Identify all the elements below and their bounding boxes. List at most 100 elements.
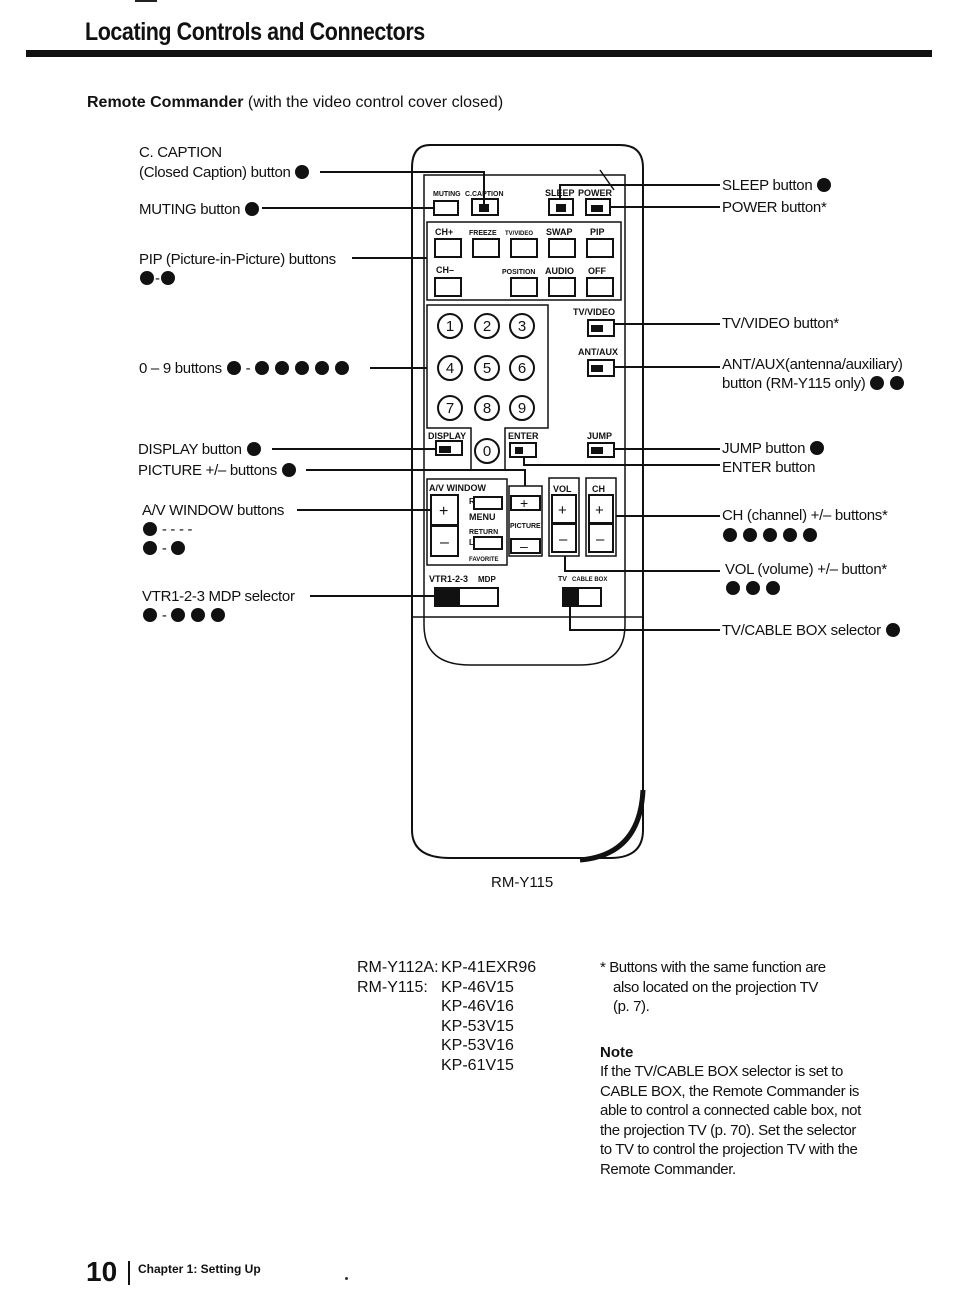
pip-button [586, 238, 614, 258]
legend-menu: MENU [469, 512, 496, 522]
label-tv-cable: TV/CABLE BOX selector [722, 621, 901, 641]
footnote-line: * Buttons with the same function are [600, 959, 826, 976]
swap-button [548, 238, 576, 258]
sleep-button-mark [556, 204, 566, 212]
digit-4-button [437, 355, 463, 381]
ref-mark [334, 361, 349, 375]
legend-position: POSITION [502, 269, 535, 276]
digit-1-label: 1 [446, 318, 454, 335]
legend-r: R [469, 497, 475, 506]
model-remote [357, 1056, 441, 1076]
page-number: 10 [86, 1256, 118, 1287]
ref-mark [295, 165, 310, 179]
legend-tv-video: TV/VIDEO [573, 307, 615, 317]
legend-caption: C.CAPTION [465, 191, 504, 198]
remote-illustration: MUTING C.CAPTION SLEEP POWER CH+ FREEZE … [262, 144, 720, 863]
label-vtr-line1: VTR1-2-3 MDP selector [142, 588, 295, 605]
ref-mark [275, 361, 290, 375]
label-jump-text: JUMP button [722, 440, 806, 457]
glyph-picture-minus: – [520, 538, 528, 554]
model-tv: KP-46V16 [441, 998, 514, 1015]
ch-plus-button [434, 238, 462, 258]
muting-button [433, 200, 459, 216]
label-av-dash2: - [158, 540, 171, 557]
tv-video-small-button [510, 238, 538, 258]
digit-1-button [437, 313, 463, 339]
label-muting-text: MUTING button [139, 201, 241, 218]
label-av-window-line1: A/V WINDOW buttons [142, 502, 285, 519]
tv-video-button-mark [591, 325, 603, 332]
leader-sleep [559, 184, 720, 199]
footer-divider [128, 1261, 130, 1285]
model-remote [357, 1036, 441, 1056]
label-pip-line2: - [139, 269, 176, 289]
ref-mark [294, 361, 309, 375]
ref-mark [143, 608, 157, 622]
ref-mark [191, 608, 206, 622]
ref-mark [870, 376, 885, 390]
legend-pip: PIP [590, 227, 605, 237]
model-table: RM-Y112A:KP-41EXR96 RM-Y115: KP-46V15 KP-… [357, 958, 536, 1075]
label-sleep-text: SLEEP button [722, 177, 813, 194]
model-tv: KP-46V15 [441, 978, 514, 996]
legend-mdp: MDP [478, 575, 496, 584]
model-row: RM-Y112A:KP-41EXR96 [357, 958, 536, 978]
ref-mark [810, 441, 825, 455]
stray-dot [345, 1277, 348, 1280]
av-l-button [473, 536, 503, 550]
label-pip-dash: - [155, 270, 160, 287]
digit-7-label: 7 [446, 400, 454, 417]
label-display: DISPLAY button [138, 440, 262, 460]
freeze-button [472, 238, 500, 258]
ref-mark [246, 442, 261, 456]
jump-button-mark [591, 447, 603, 454]
legend-tv: TV [558, 576, 567, 583]
chapter-label: Chapter 1: Setting Up [138, 1262, 261, 1276]
label-av-window-line2: - - - - [142, 520, 193, 540]
label-av-window-line3: - [142, 539, 186, 559]
ref-mark [890, 376, 905, 390]
ref-mark [171, 608, 186, 622]
tv-video-button [587, 319, 615, 337]
label-sleep: SLEEP button [722, 176, 832, 196]
glyph-vol-minus: – [559, 531, 568, 548]
asterisk-footnote: * Buttons with the same function are als… [600, 958, 900, 1017]
note-line: If the TV/CABLE BOX selector is set to [600, 1063, 843, 1080]
note-line: to TV to control the projection TV with … [600, 1141, 858, 1158]
digit-4-label: 4 [446, 360, 454, 377]
label-vol: VOL (volume) +/– button* [725, 561, 887, 578]
model-row: KP-46V16 [357, 997, 536, 1017]
legend-vol: VOL [553, 484, 572, 494]
ref-mark [281, 463, 296, 477]
model-remote: RM-Y115: [357, 978, 428, 996]
heading-rule [26, 50, 932, 57]
enter-button-mark [515, 447, 523, 454]
label-zero-nine-text: 0 – 9 buttons [139, 360, 222, 377]
note-body: If the TV/CABLE BOX selector is set to C… [600, 1062, 900, 1179]
ch-minus-rocker [588, 523, 614, 553]
label-picture: PICTURE +/– buttons [138, 461, 297, 481]
audio-button [548, 277, 576, 297]
label-zero-nine-dash: - [241, 360, 255, 377]
label-vtr-line2: - [142, 606, 226, 626]
picture-minus-button [510, 538, 541, 554]
legend-swap: SWAP [546, 227, 573, 237]
note-line: the projection TV (p. 70). Set the selec… [600, 1121, 857, 1139]
label-ant-aux: button (RM-Y115 only) [722, 374, 905, 394]
legend-favorite: FAVORITE [469, 557, 499, 563]
label-tv-cable-text: TV/CABLE BOX selector [722, 622, 881, 639]
label-ant-aux-line2: button (RM-Y115 only) [722, 375, 866, 392]
av-window-minus-button [430, 525, 459, 557]
display-button-mark [439, 446, 451, 453]
ref-mark [140, 271, 154, 285]
glyph-av-minus: – [440, 534, 449, 551]
model-row: KP-53V16 [357, 1036, 536, 1056]
tv-cable-selector-knob [564, 589, 579, 605]
legend-ant-aux: ANT/AUX [578, 347, 618, 357]
model-row: KP-53V15 [357, 1017, 536, 1037]
top-mark [135, 0, 157, 2]
ref-mark [885, 623, 900, 637]
label-picture-text: PICTURE +/– buttons [138, 462, 277, 479]
legend-cable-box: CABLE BOX [572, 577, 607, 583]
digit-3-label: 3 [518, 318, 526, 335]
